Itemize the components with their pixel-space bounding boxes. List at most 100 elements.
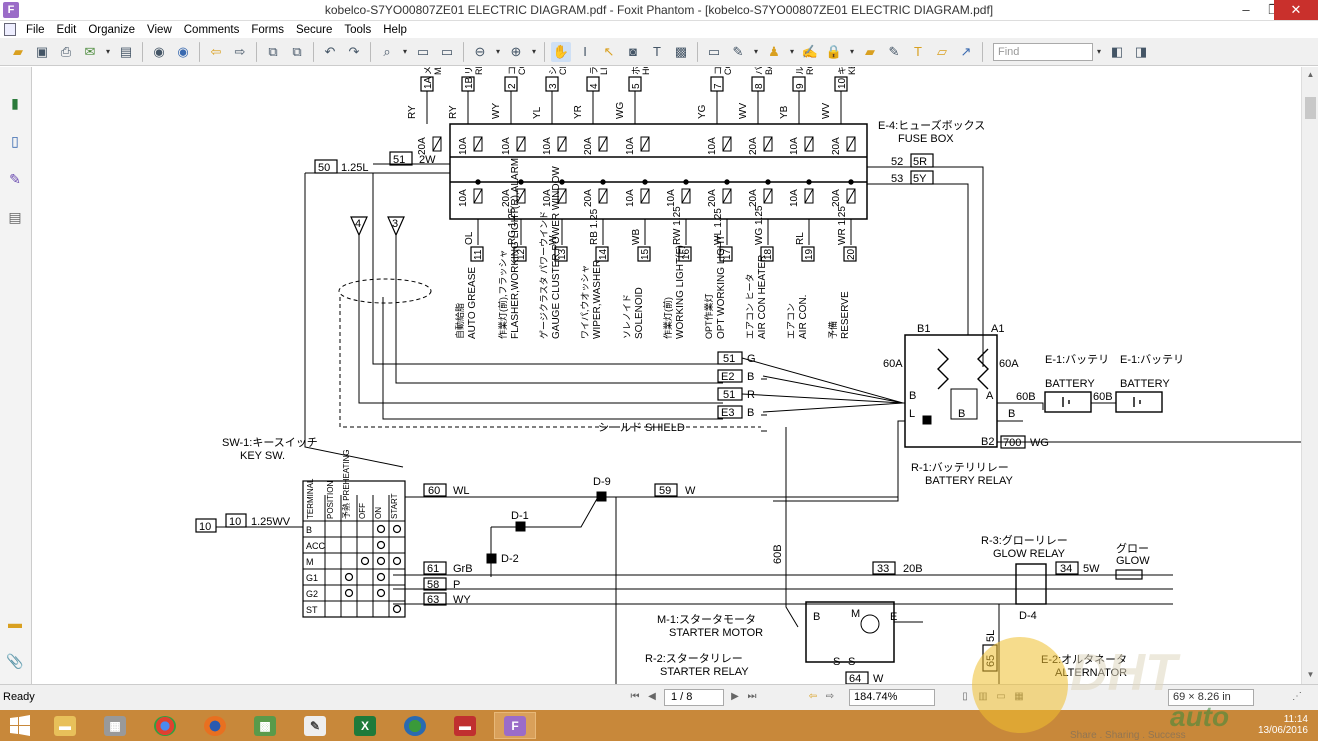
excel-task[interactable]: X [344,712,386,739]
find-previous-icon[interactable]: ◧ [1110,43,1124,59]
paperclip-icon[interactable]: 📎 [6,652,24,669]
pen-dropdown-icon[interactable]: ▾ [753,47,758,56]
attachments-panel-icon[interactable]: ▤ [8,208,22,225]
minimize-button[interactable]: – [1242,2,1250,17]
scroll-down-icon[interactable]: ◉ [177,43,189,59]
menu-tools[interactable]: Tools [344,23,372,36]
hand-tool-icon[interactable]: ✋ [551,41,571,62]
stamp-icon[interactable]: ♟ [768,43,780,59]
facing-icon[interactable]: ▭ [996,691,1006,702]
bookmarks-icon[interactable]: ▮ [11,94,19,111]
vertical-scrollbar[interactable]: ▲ ▼ [1301,67,1318,684]
save-icon[interactable]: ▣ [35,43,49,59]
menu-forms[interactable]: Forms [251,23,284,36]
image-icon[interactable]: ▩ [674,43,688,59]
single-page-icon[interactable]: ▯ [962,691,968,702]
pen-icon[interactable]: ✎ [732,43,744,59]
wire-10-number: 10 [229,516,241,528]
zoom-icon[interactable]: ⌕ [383,43,391,59]
next-view-icon[interactable]: ⇨ [825,691,835,702]
document-view[interactable]: E-4:ヒューズボックス FUSE BOX 1ARYメインMAIN20A1BRY… [33,67,1301,684]
resize-grip-icon[interactable]: ⋰ [1292,691,1302,702]
page-number-input[interactable]: 1 / 8 [664,689,724,706]
fuse-top-amp: 20A [748,137,759,155]
select-annotation-icon[interactable]: ↖ [603,43,615,59]
prev-view-icon[interactable]: ⇦ [808,691,818,702]
system-clock[interactable]: 11:14 13/06/2016 [1240,712,1308,739]
zoom-in-dropdown-icon[interactable]: ▾ [531,47,536,56]
find-input[interactable]: Find [993,42,1093,61]
snapshot-icon[interactable]: ◙ [629,44,637,59]
continuous-facing-icon[interactable]: ▦ [1014,691,1024,702]
lock-icon[interactable]: 🔒 [825,43,843,59]
lock-dropdown-icon[interactable]: ▾ [849,47,854,56]
previous-page-icon[interactable]: ◀ [648,691,656,702]
zoom-level-select[interactable]: 184.74% [849,689,935,706]
back-icon[interactable]: ⇦ [210,43,222,59]
find-next-icon[interactable]: ◨ [1134,43,1148,59]
app-task[interactable]: ▬ [444,712,486,739]
fit-width-icon[interactable]: ▭ [440,43,454,59]
pages-icon[interactable]: ▯ [11,132,19,149]
typewriter-icon[interactable]: T [653,44,661,59]
open-folder-icon[interactable]: ▰ [13,43,23,59]
continuous-icon[interactable]: ▥ [978,691,988,702]
scan-icon[interactable]: ▤ [119,43,133,59]
menu-file[interactable]: File [26,23,45,36]
stamp-dropdown-icon[interactable]: ▾ [789,47,794,56]
layers-icon[interactable]: ✎ [9,170,21,187]
email-icon[interactable]: ✉ [84,43,96,59]
menu-comments[interactable]: Comments [183,23,240,36]
close-button[interactable]: ✕ [1274,0,1318,20]
wire-51-label: 2W [419,154,436,166]
calculator-task[interactable]: ▦ [94,712,136,739]
menu-help[interactable]: Help [383,23,407,36]
edit-icon[interactable]: ✎ [888,43,900,59]
arrow-icon[interactable]: ↗ [960,43,972,59]
text-box-icon[interactable]: T [914,44,922,59]
first-page-icon[interactable]: ⏮ [630,691,640,702]
zoom-in-icon[interactable]: ⊕ [510,43,522,59]
find-dropdown-icon[interactable]: ▾ [1096,47,1101,56]
zoom-out-dropdown-icon[interactable]: ▾ [495,47,500,56]
print-icon[interactable]: ⎙ [60,43,72,59]
sign-icon[interactable]: ✍ [801,43,819,59]
file-explorer-task[interactable]: ▬ [44,712,86,739]
document-icon[interactable] [4,23,16,36]
firefox-task[interactable] [194,712,236,739]
form-icon[interactable]: ▭ [707,43,721,59]
menu-view[interactable]: View [147,23,172,36]
scroll-up-icon[interactable]: ◉ [153,43,165,59]
foxit-task[interactable]: F [494,712,536,739]
image-viewer-task[interactable]: ▩ [244,712,286,739]
note-icon[interactable]: ▱ [937,43,947,59]
menu-organize[interactable]: Organize [88,23,136,36]
comments-panel-icon[interactable]: ▬ [8,615,22,631]
email-dropdown-icon[interactable]: ▾ [105,47,110,56]
extract-page-icon[interactable]: ⧉ [268,43,278,59]
undo-icon[interactable]: ↶ [324,43,336,59]
menu-secure[interactable]: Secure [295,23,333,36]
foxit-app-icon[interactable]: F [3,2,19,18]
select-text-icon[interactable]: I [583,44,587,59]
highlight-icon[interactable]: ▰ [865,43,875,59]
insert-page-icon[interactable]: ⧉ [292,43,302,59]
forward-icon[interactable]: ⇨ [234,43,246,59]
zoom-out-icon[interactable]: ⊖ [474,43,486,59]
scrollbar-thumb[interactable] [1305,97,1316,119]
globe-task[interactable] [394,712,436,739]
key-table-contact [392,556,402,566]
redo-icon[interactable]: ↷ [348,43,360,59]
windows-start-icon[interactable] [4,714,36,738]
notes-task[interactable]: ✎ [294,712,336,739]
chrome-task[interactable] [144,712,186,739]
next-page-icon[interactable]: ▶ [731,691,739,702]
fit-page-icon[interactable]: ▭ [416,43,430,59]
scroll-down-arrow-icon[interactable]: ▼ [1306,670,1315,679]
key-table-contact [344,572,354,582]
menu-edit[interactable]: Edit [56,23,77,36]
scroll-up-arrow-icon[interactable]: ▲ [1306,70,1315,79]
connector-64 [845,671,869,684]
last-page-icon[interactable]: ⏭ [747,691,757,702]
zoom-dropdown-icon[interactable]: ▾ [402,47,407,56]
